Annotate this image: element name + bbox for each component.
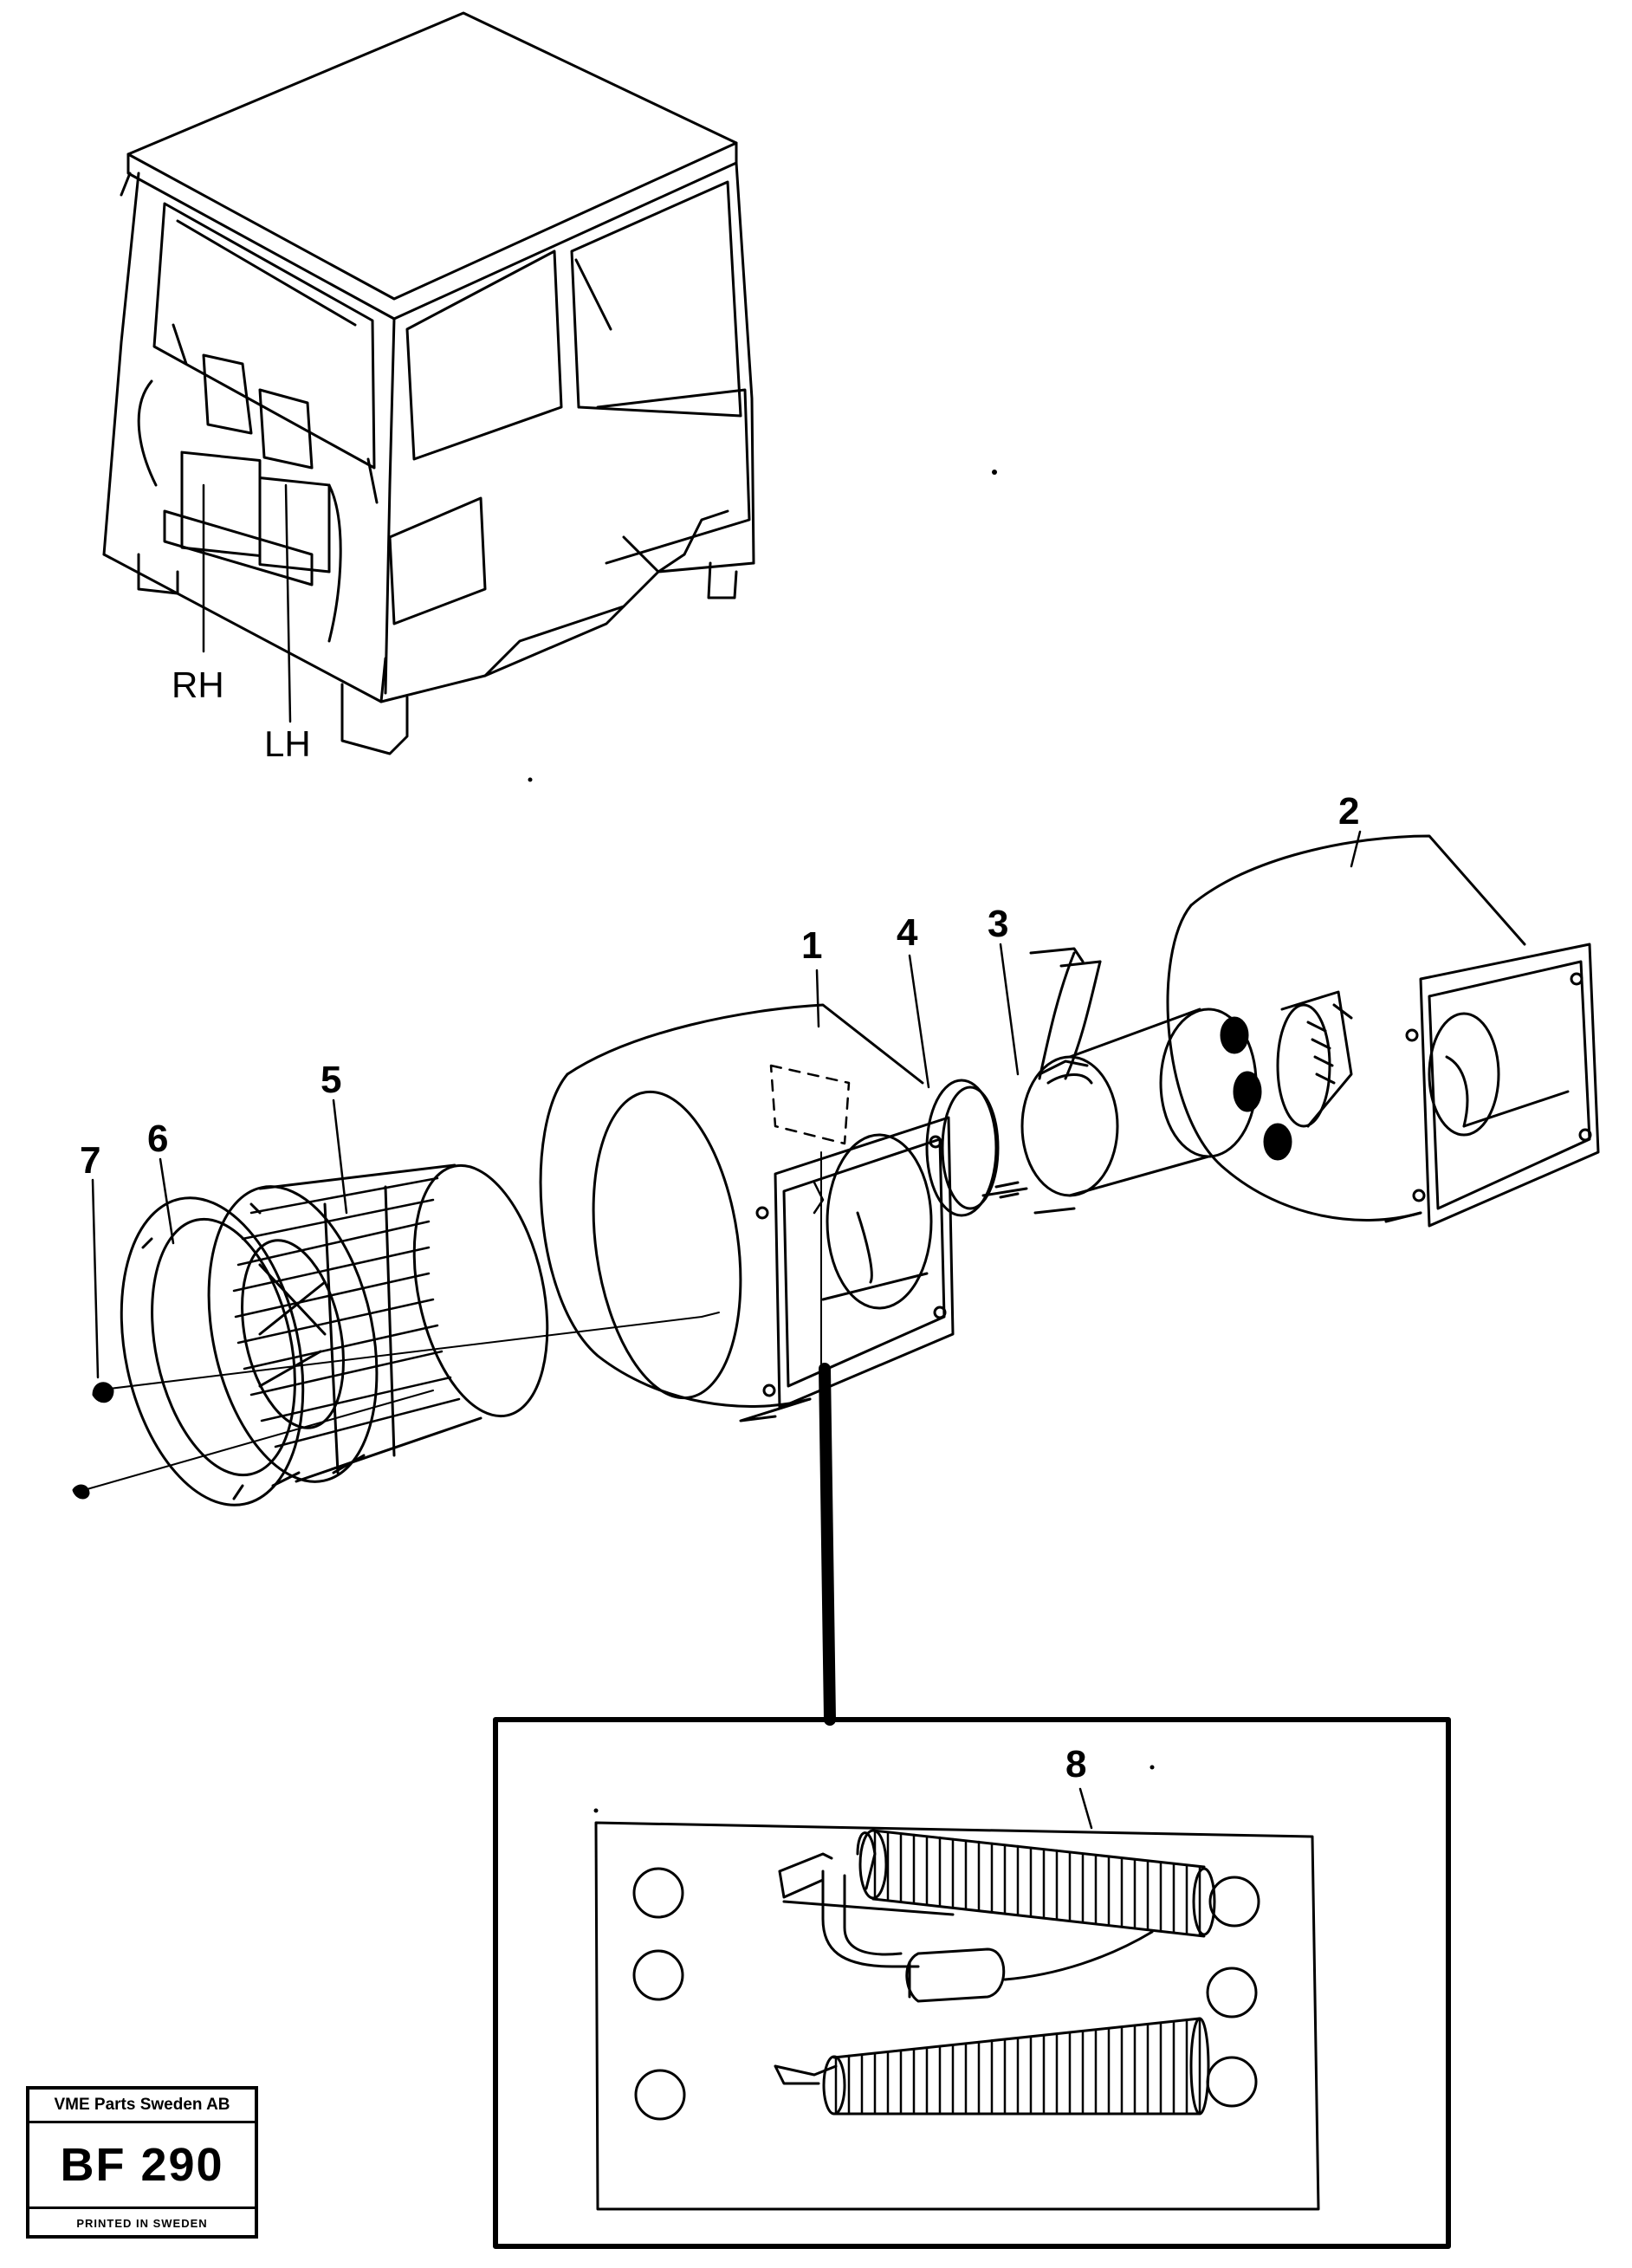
detail-box — [493, 1717, 1451, 2249]
cab-label-rh: RH — [172, 664, 224, 705]
callout-leaders — [91, 830, 1362, 1830]
blower-motor-3 — [981, 947, 1353, 1215]
company-name: VME Parts Sweden AB — [29, 2090, 255, 2123]
callout-8: 8 — [1065, 1743, 1087, 1785]
cab-illustration — [102, 11, 755, 755]
detail-connector — [813, 1151, 836, 1726]
fan-wheel-5 — [207, 1163, 549, 1487]
callout-3: 3 — [988, 903, 1009, 945]
callout-4: 4 — [897, 911, 918, 954]
assembly-axis-lines — [77, 1312, 720, 1493]
blower-housing-1 — [539, 1003, 955, 1422]
callout-6: 6 — [147, 1118, 169, 1160]
gasket-4 — [925, 1079, 1000, 1217]
resistor-coil-8 — [774, 1829, 1216, 2116]
cab-label-lh: LH — [264, 723, 311, 764]
blower-housing-2 — [1166, 834, 1600, 1228]
title-block: VME Parts Sweden AB BF 290 PRINTED IN SW… — [26, 2086, 258, 2239]
stray-dots — [528, 470, 1155, 1813]
printed-note: PRINTED IN SWEDEN — [76, 2217, 208, 2230]
callout-7: 7 — [80, 1139, 101, 1182]
callout-1: 1 — [801, 924, 823, 967]
diagram-code: BF 290 — [29, 2123, 255, 2209]
callout-5: 5 — [321, 1059, 342, 1101]
screws-7 — [72, 1382, 114, 1500]
inlet-ring-6 — [120, 1196, 305, 1507]
callout-2: 2 — [1338, 790, 1360, 833]
